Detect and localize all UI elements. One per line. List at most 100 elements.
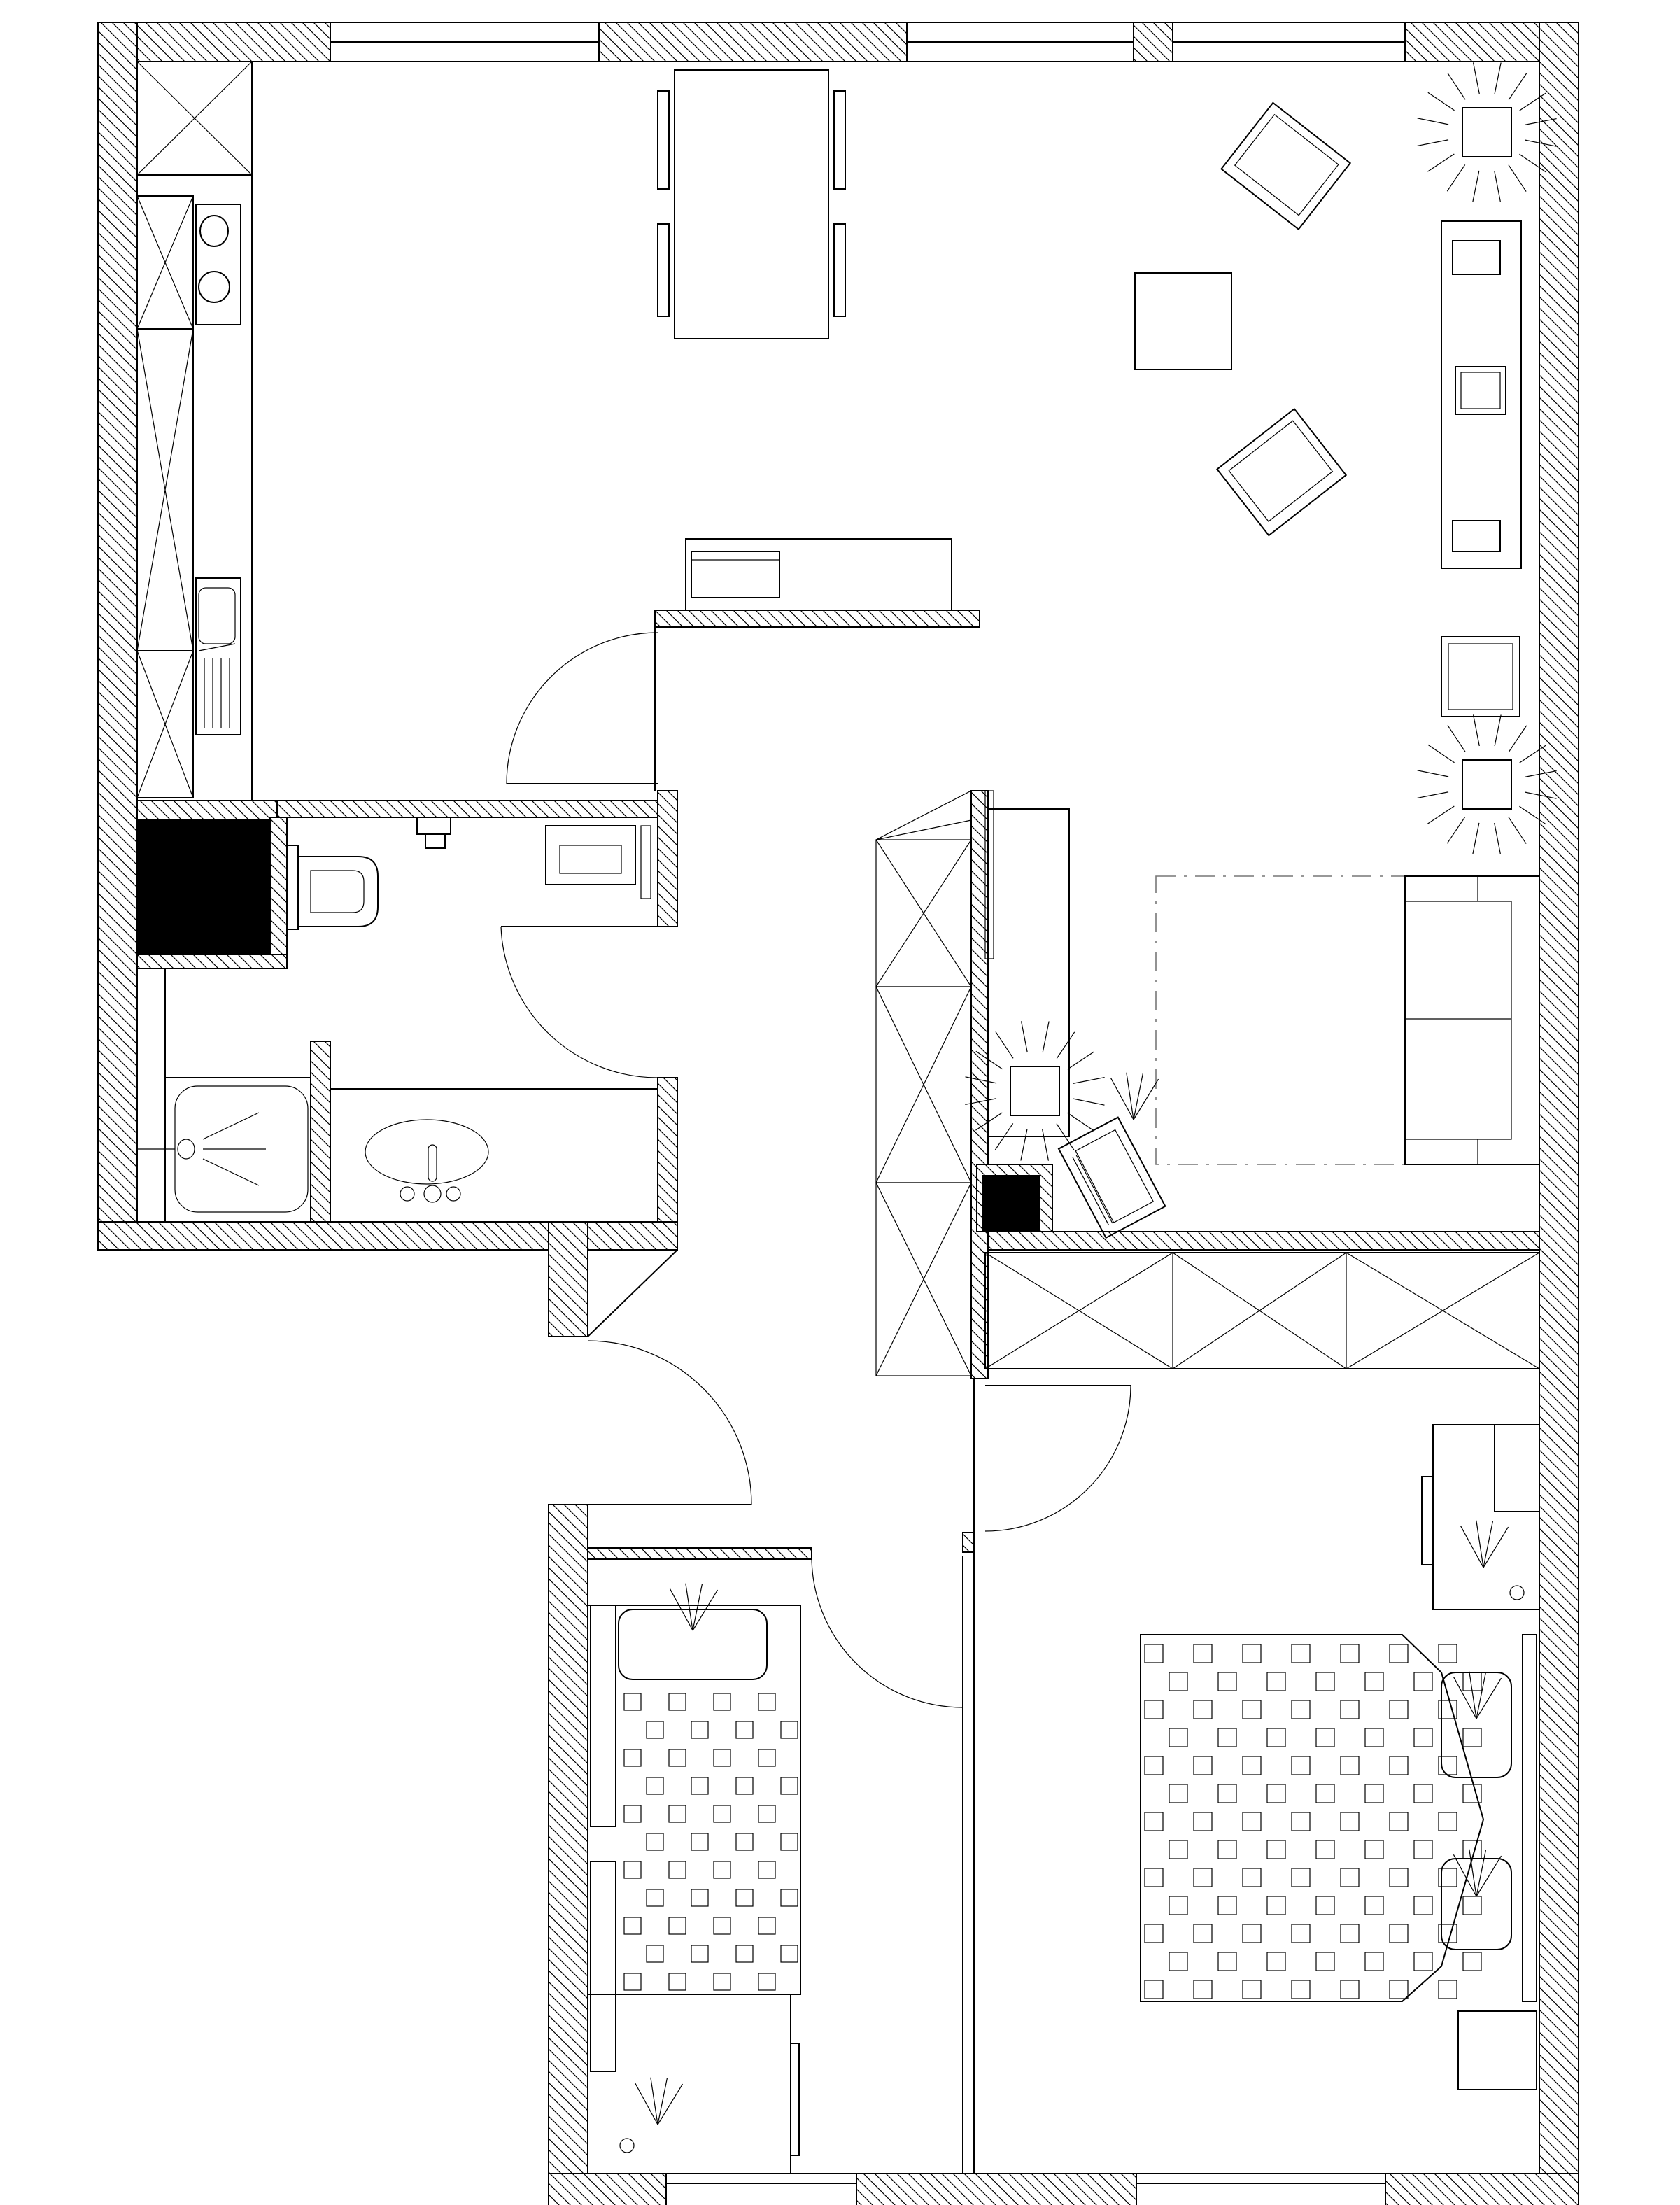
light-ray (1472, 62, 1480, 94)
bed-pattern-tile (1217, 1672, 1237, 1691)
bed-pattern-tile (1315, 1896, 1335, 1915)
bed-side-rail (590, 1605, 616, 1827)
rug-icon (1155, 875, 1406, 1165)
bed-pattern-tile (1266, 1784, 1286, 1803)
bed-pattern-tile (1364, 1952, 1384, 1971)
bed-pattern-tile (1413, 1728, 1433, 1747)
bed-pattern-tile (1193, 1812, 1213, 1831)
light-ray (1453, 1677, 1477, 1719)
bed-pattern-tile (1144, 1980, 1164, 1999)
desk-icon (685, 538, 952, 611)
wardrobe-icon (136, 195, 194, 330)
bed-pattern-tile (1340, 1756, 1360, 1775)
bed-pattern-tile (758, 1693, 776, 1711)
bed-pattern-tile (1315, 1952, 1335, 1971)
bed-pattern-tile (668, 1693, 686, 1711)
bed-pattern-tile (1291, 1868, 1311, 1887)
desk-icon (1421, 1424, 1540, 1610)
bed-pattern-tile (691, 1945, 709, 1963)
bed-pattern-tile (1413, 1952, 1433, 1971)
bed-pattern-tile (1291, 1756, 1311, 1775)
wall-bedroom2-top (987, 1231, 1540, 1251)
light-ray (1042, 1129, 1050, 1161)
bed-pattern-tile (1315, 1728, 1335, 1747)
light-ray (1447, 73, 1466, 100)
bed-pattern-tile (713, 1805, 731, 1823)
bed-pattern-tile (1144, 1868, 1164, 1887)
light-ray (1417, 118, 1449, 125)
bed-pattern-tile (735, 1777, 754, 1795)
bed-pattern-tile (780, 1833, 798, 1851)
bed-pattern-tile (1389, 1868, 1409, 1887)
floor-lamp-icon (1110, 1072, 1159, 1120)
wall-duct-right (269, 817, 288, 969)
light-ray (657, 2078, 668, 2125)
light-ray (975, 1112, 1003, 1131)
bed-pattern-tile (1438, 1644, 1457, 1663)
bed-pattern-tile (758, 1917, 776, 1935)
bed-pattern-tile (646, 1721, 664, 1739)
chair-icon (833, 223, 846, 317)
door-swing-icon[interactable] (500, 926, 658, 1078)
bed-pattern-tile (1169, 1728, 1188, 1747)
bed-pattern-tile (1193, 1868, 1213, 1887)
wall-bath-right-lower (657, 1077, 678, 1223)
door-swing-icon[interactable] (984, 1385, 1131, 1532)
bed-pattern-tile (1193, 1644, 1213, 1663)
bed-pattern-tile (1364, 1728, 1384, 1747)
wall-bedroom1-right (962, 1532, 975, 1553)
door-swing-icon[interactable] (811, 1556, 963, 1708)
wall-left (97, 22, 138, 1251)
kitchen-hob-icon (195, 204, 241, 325)
hall-wardrobe (875, 790, 972, 1376)
bed-pattern-tile (713, 1917, 731, 1935)
bed-pattern-tile (1413, 1672, 1433, 1691)
bed-pattern-tile (1340, 1868, 1360, 1887)
bed-pattern-tile (1340, 1812, 1360, 1831)
light-ray (1446, 817, 1466, 844)
bed-pattern-tile (1242, 1924, 1262, 1943)
wardrobe-door (790, 2043, 800, 2156)
wardrobe-icon (136, 61, 253, 176)
kitchen-sink-icon (195, 577, 241, 735)
floor-lamp-icon (1453, 1849, 1502, 1897)
light-ray (1476, 1677, 1502, 1719)
bed-pattern-tile (1193, 1700, 1213, 1719)
wall-bottom-left (97, 1221, 678, 1251)
bed-pattern-tile (1144, 1924, 1164, 1943)
bed-side-rail (590, 1861, 616, 2072)
bed-pattern-tile (1291, 1644, 1311, 1663)
bed-pattern-tile (1340, 1700, 1360, 1719)
bed-pattern-tile (1144, 1644, 1164, 1663)
window-icon (330, 22, 600, 62)
light-ray (1427, 92, 1455, 111)
bed-pattern-tile (1217, 1952, 1237, 1971)
bedroom-2 (984, 1252, 1540, 2090)
light-ray (995, 1031, 1014, 1059)
bed-pattern-tile (691, 1721, 709, 1739)
wall-right (1539, 22, 1579, 2205)
light-ray (965, 1076, 997, 1084)
bed-pattern-tile (1364, 1784, 1384, 1803)
light-ray (1453, 1854, 1477, 1897)
bed-pattern-tile (1266, 1728, 1286, 1747)
bed-pattern-tile (758, 1861, 776, 1879)
bed-pattern-tile (1389, 1644, 1409, 1663)
light-ray (1073, 1098, 1105, 1106)
bed-pattern-tile (623, 1805, 642, 1823)
bed-pattern-tile (646, 1889, 664, 1907)
outer-walls (97, 22, 1579, 2205)
floor-lamp-icon (634, 2077, 684, 2125)
light-ray (1494, 62, 1502, 94)
light-ray (1508, 725, 1527, 752)
light-ray (1417, 791, 1449, 799)
light-ray (692, 1589, 719, 1631)
light-ray (1472, 170, 1480, 202)
door-swing-icon[interactable] (506, 632, 658, 784)
door-swing-icon[interactable] (587, 1340, 752, 1505)
bed-pattern-tile (1193, 1980, 1213, 1999)
bed-pattern-tile (1438, 1868, 1457, 1887)
washing-machine-icon (545, 825, 651, 899)
bed-pattern-tile (1217, 1728, 1237, 1747)
